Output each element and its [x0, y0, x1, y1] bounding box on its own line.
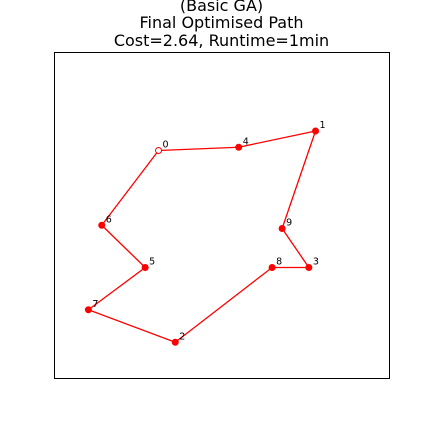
node-label-6: 6	[106, 214, 112, 225]
node-marker-2	[171, 338, 179, 346]
route-segment-5-6	[101, 224, 146, 268]
node-label-7: 7	[92, 299, 98, 310]
plot-area: 0 1 2 3 4 5 6 7 8 9	[84, 120, 326, 346]
title-line-2: Final Optimised Path	[139, 13, 303, 32]
route-segment-9-3	[281, 228, 310, 268]
route-segment-0-4	[158, 146, 239, 152]
node-marker-5	[141, 264, 149, 271]
node-marker-4	[235, 143, 243, 151]
chart-title: (Basic GA) Final Optimised Path Cost=2.6…	[114, 0, 329, 50]
route-segment-4-1	[238, 130, 316, 148]
node-marker-3	[305, 264, 313, 271]
title-line-1: (Basic GA)	[180, 0, 263, 15]
node-label-2: 2	[179, 331, 185, 342]
node-marker-1	[312, 127, 320, 135]
title-line-3: Cost=2.64, Runtime=1min	[114, 31, 329, 50]
node-marker-9	[278, 225, 286, 232]
route-segment-7-5	[88, 266, 146, 311]
node-label-4: 4	[243, 136, 249, 147]
start-node-marker	[155, 147, 163, 154]
node-label-1: 1	[320, 120, 326, 131]
node-label-8: 8	[276, 257, 282, 268]
node-label-0: 0	[163, 140, 169, 151]
node-marker-7	[84, 306, 92, 314]
route-segment-8-2	[174, 266, 273, 343]
node-label-5: 5	[149, 257, 155, 268]
route-segment-1-9	[281, 130, 317, 229]
route-segment-2-7	[88, 309, 176, 343]
node-label-3: 3	[313, 257, 319, 268]
plot-frame	[54, 52, 390, 379]
node-label-9: 9	[286, 218, 292, 229]
node-marker-8	[268, 264, 276, 271]
route-segment-6-0	[101, 150, 160, 226]
node-marker-6	[98, 221, 106, 229]
